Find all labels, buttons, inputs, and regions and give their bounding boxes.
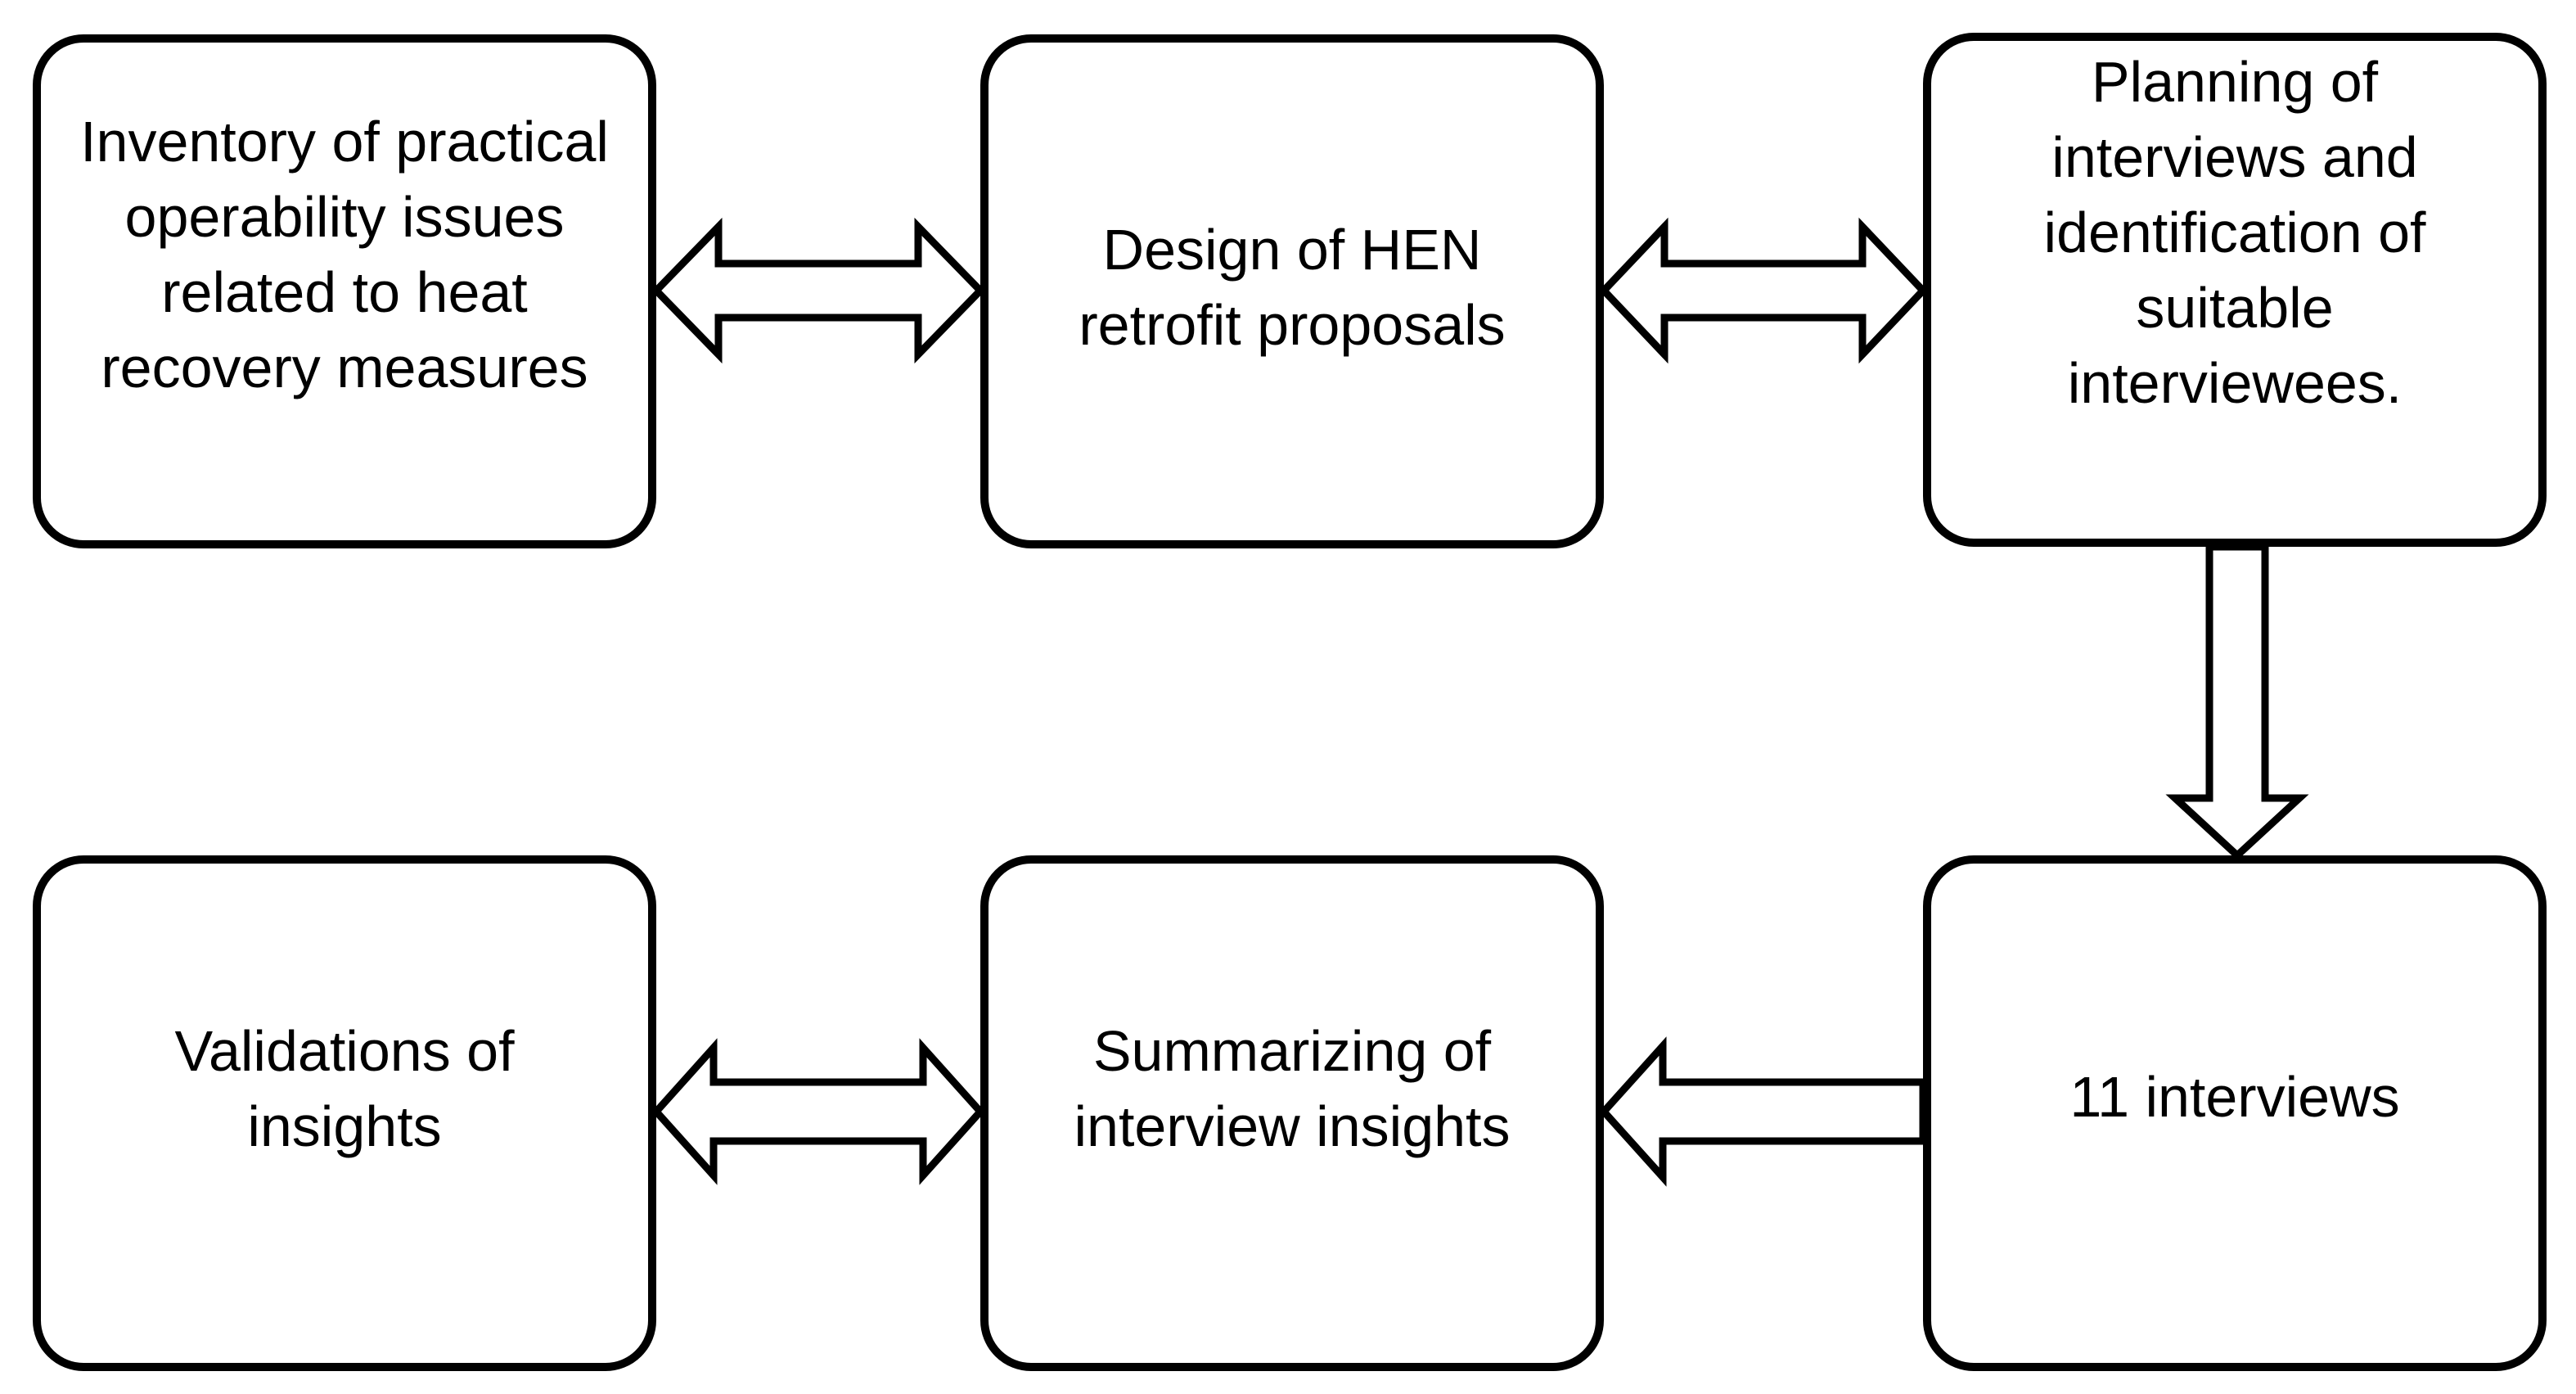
- node-design: Design of HEN retrofit proposals: [980, 34, 1604, 548]
- node-interviews-label: 11 interviews: [2069, 1065, 2400, 1129]
- node-inventory: Inventory of practical operability issue…: [33, 34, 656, 548]
- arrow-inventory-design: [651, 217, 986, 364]
- node-interviews: 11 interviews: [1923, 855, 2547, 1371]
- node-planning: Planning of interviews and identificatio…: [1923, 33, 2547, 547]
- node-planning-label: Planning of interviews and identificatio…: [2043, 50, 2426, 415]
- node-validations-label: Validations of insights: [174, 1019, 515, 1158]
- arrow-planning-interviews: [2165, 543, 2309, 861]
- node-validations: Validations of insights: [33, 855, 656, 1371]
- node-design-label: Design of HEN retrofit proposals: [1079, 218, 1506, 357]
- node-summarizing: Summarizing of interview insights: [980, 855, 1604, 1371]
- arrow-interviews-summarizing: [1598, 1036, 1927, 1187]
- node-summarizing-label: Summarizing of interview insights: [1074, 1019, 1511, 1158]
- node-inventory-label: Inventory of practical operability issue…: [80, 110, 609, 399]
- arrow-design-planning: [1598, 217, 1929, 364]
- arrow-validations-summarizing: [651, 1038, 986, 1185]
